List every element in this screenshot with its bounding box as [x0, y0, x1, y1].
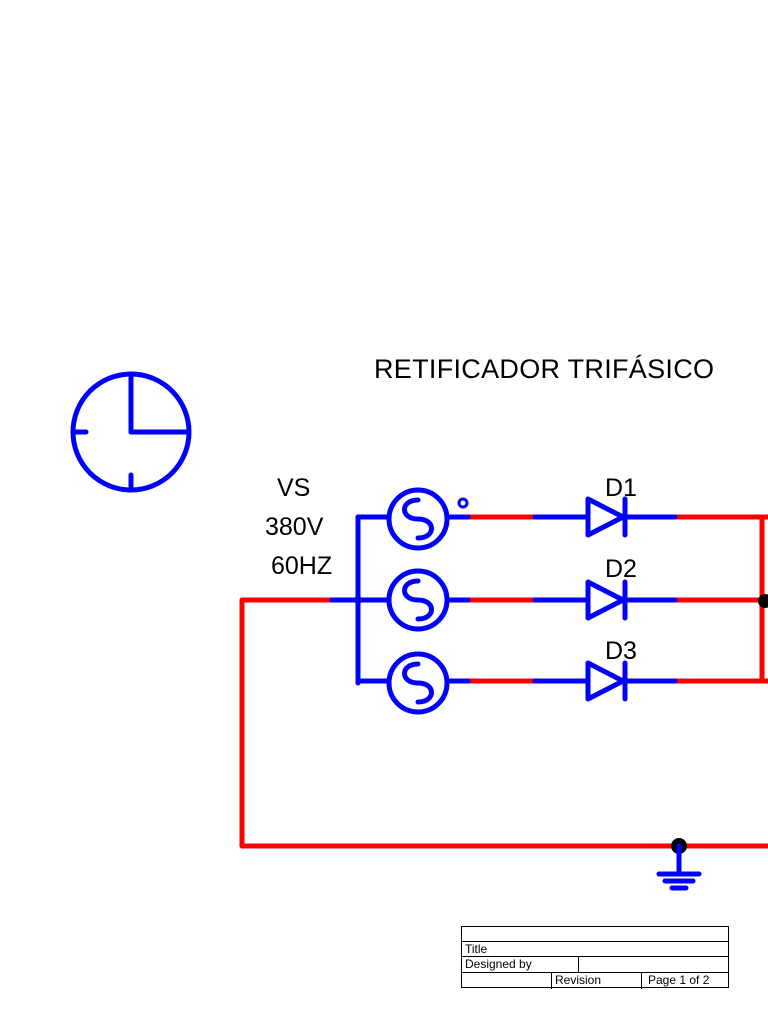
revision-row: Revision Page 1 of 2: [462, 972, 728, 989]
diode-label-d3: D3: [605, 637, 637, 665]
ac-source-icon: [386, 651, 471, 715]
designed-by-value: [578, 957, 728, 973]
diode-label-d2: D2: [605, 555, 637, 583]
diagram-title: RETIFICADOR TRIFÁSICO: [374, 354, 715, 384]
ground-icon: [656, 843, 702, 891]
title-block: Title Designed by Revision Page 1 of 2: [461, 926, 729, 989]
page-number: Page 1 of 2: [641, 973, 728, 989]
diode-icon: [532, 496, 678, 538]
revision-label: Revision: [551, 973, 641, 989]
source-frequency-label: 60HZ: [271, 552, 333, 580]
designed-by-row: Designed by: [462, 956, 728, 973]
ac-source-icon: [386, 487, 471, 551]
diode-icon: [532, 579, 678, 621]
wires: [239, 514, 768, 849]
title-label: Title: [465, 942, 488, 956]
source-name-label: VS: [277, 474, 311, 502]
clock-icon: [70, 371, 192, 493]
ac-source-icon: [386, 568, 471, 632]
title-row: Title: [462, 941, 728, 957]
diode-label-d1: D1: [605, 474, 637, 502]
source-voltage-label: 380V: [265, 513, 324, 541]
junction-nodes: [354, 594, 768, 854]
diode-icon: [532, 660, 678, 702]
designed-by-label: Designed by: [465, 957, 532, 971]
